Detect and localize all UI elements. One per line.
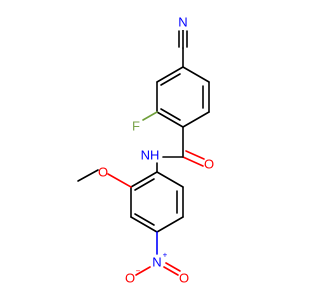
nitro-oxygen-left-label: O <box>125 271 135 286</box>
methoxy-substituent: O <box>77 165 132 188</box>
ring-bond <box>156 216 184 233</box>
nitro-group: N + O − O <box>125 231 189 286</box>
fluorine-label: F <box>132 119 140 134</box>
ring-bond <box>130 216 158 233</box>
nitro-oxygen-right-label: O <box>179 271 189 286</box>
ring-bond <box>130 171 158 188</box>
nitro-nitrogen-label: N <box>152 255 161 270</box>
fluoro-substituent: F <box>132 111 158 134</box>
ring-bond-inner <box>134 213 155 226</box>
ring-bond-inner <box>160 108 181 121</box>
aryl-o-bond <box>107 173 132 188</box>
n-o-double-bond <box>163 266 179 276</box>
carbonyl-double-bond-2 <box>185 150 205 160</box>
ring-bond <box>182 66 210 83</box>
amide-linkage: O NH <box>141 126 214 173</box>
nitro-oxygen-left-charge: − <box>136 267 141 276</box>
ring-bond <box>156 66 184 83</box>
amide-nh-label: NH <box>141 148 160 163</box>
carbonyl-double-bond <box>182 156 204 167</box>
o-methyl-bond <box>77 169 99 182</box>
ring-bond <box>182 111 210 128</box>
nitrile-group: N <box>176 15 190 68</box>
n-o-single-bond <box>135 266 151 276</box>
ring-bond-inner <box>160 73 181 86</box>
upper-benzene-ring <box>156 66 210 128</box>
methoxy-oxygen-label: O <box>98 165 108 180</box>
nitro-nitrogen-charge: + <box>163 251 168 260</box>
ring-bond <box>156 171 184 188</box>
carbonyl-oxygen-label: O <box>204 157 214 172</box>
n-o-double-bond-2 <box>165 262 181 272</box>
molecule-structure: N F O NH O N + O − <box>77 15 214 286</box>
c-f-bond <box>142 111 158 121</box>
ring-bond-inner <box>134 178 155 191</box>
ring-bond <box>156 111 184 128</box>
lower-benzene-ring <box>130 171 184 233</box>
nitrile-nitrogen-label: N <box>178 15 187 30</box>
